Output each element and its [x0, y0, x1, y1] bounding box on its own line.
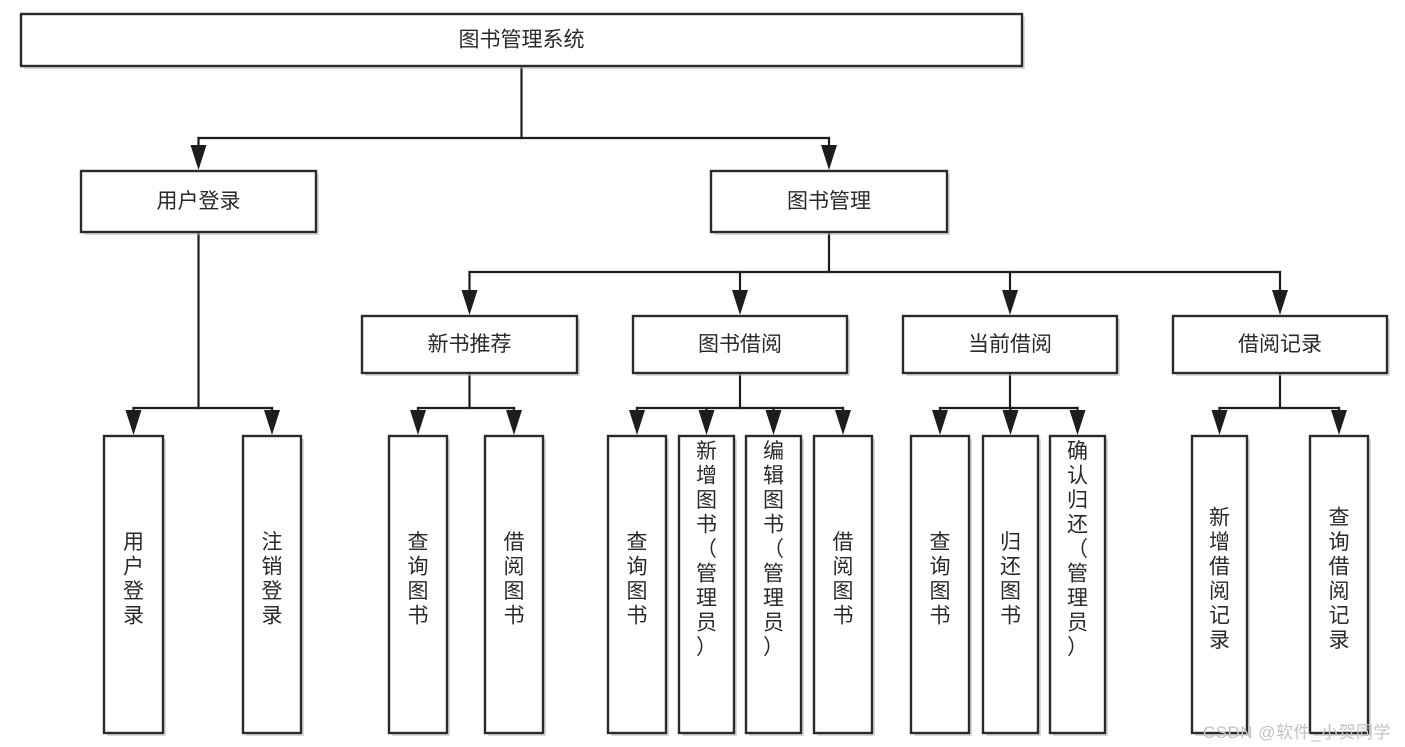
node-leaf-record-query[interactable]: 查询借阅记录: [1308, 434, 1371, 736]
node-rect[interactable]: [241, 434, 303, 735]
node-label: 借阅记录: [1238, 333, 1322, 356]
node-rect[interactable]: [79, 169, 318, 234]
watermark-label: CSDN @软件_小贺同学: [1202, 723, 1391, 742]
edge-arrowhead: [821, 145, 837, 170]
node-label: 查询借阅记录: [1329, 506, 1350, 652]
edge-arrowhead: [932, 410, 948, 435]
edge-arrowhead: [629, 410, 645, 435]
node-rect[interactable]: [1048, 434, 1107, 735]
node-leaf-newbook-borrow[interactable]: 借阅图书: [483, 434, 546, 736]
node-login[interactable]: 用户登录: [79, 169, 319, 235]
node-rect[interactable]: [709, 169, 949, 234]
node-label: 新书推荐: [428, 333, 512, 356]
node-rect[interactable]: [606, 434, 668, 735]
node-rect[interactable]: [631, 314, 849, 375]
node-rect[interactable]: [677, 434, 736, 735]
node-rect[interactable]: [909, 434, 971, 735]
edge-arrowhead: [732, 290, 748, 315]
edge-arrowhead: [765, 410, 782, 435]
node-leaf-current-query[interactable]: 查询图书: [909, 434, 972, 736]
edge-arrowhead: [1211, 410, 1228, 435]
edge-arrowhead: [1002, 290, 1018, 315]
edge-arrowhead: [264, 410, 280, 435]
node-label: 图书管理: [787, 190, 871, 213]
node-label: 编辑图书（管理员）: [763, 440, 784, 659]
edge-group-newbook: [410, 371, 522, 435]
node-label: 当前借阅: [968, 333, 1052, 356]
node-label: 借阅图书: [833, 531, 854, 628]
edges-layer: [125, 64, 1347, 435]
node-label: 查询图书: [408, 531, 429, 628]
node-label: 注销登录: [262, 531, 283, 628]
node-leaf-borrow-borrow[interactable]: 借阅图书: [812, 434, 875, 736]
node-rect[interactable]: [483, 434, 545, 735]
edge-arrowhead: [506, 410, 522, 435]
node-label: 用户登录: [157, 190, 241, 213]
edge-arrowhead: [698, 410, 715, 435]
node-rect[interactable]: [1308, 434, 1370, 735]
node-rect[interactable]: [102, 434, 165, 735]
node-label: 确认归还（管理员）: [1067, 440, 1088, 659]
node-label: 查询图书: [627, 531, 648, 628]
edge-group-root: [190, 64, 837, 170]
node-rect[interactable]: [360, 314, 579, 375]
edge-arrowhead: [125, 410, 142, 435]
node-leaf-borrow-edit[interactable]: 编辑图书（管理员）: [744, 434, 804, 736]
node-rect[interactable]: [19, 12, 1024, 68]
edge-arrowhead: [835, 410, 851, 435]
edge-arrowhead: [1002, 410, 1019, 435]
node-label: 图书借阅: [698, 333, 782, 356]
node-record[interactable]: 借阅记录: [1171, 314, 1390, 376]
node-leaf-user-login[interactable]: 用户登录: [102, 434, 166, 736]
node-newbook[interactable]: 新书推荐: [360, 314, 580, 376]
node-leaf-borrow-query[interactable]: 查询图书: [606, 434, 669, 736]
node-leaf-user-logout[interactable]: 注销登录: [241, 434, 304, 736]
node-label: 用户登录: [123, 531, 144, 628]
node-rect[interactable]: [387, 434, 449, 735]
edge-group-record: [1211, 371, 1347, 435]
node-leaf-current-return[interactable]: 归还图书: [981, 434, 1041, 736]
node-label: 新增借阅记录: [1209, 506, 1230, 652]
edge-group-bookmgmt: [461, 230, 1288, 315]
node-rect[interactable]: [1190, 434, 1249, 735]
node-current[interactable]: 当前借阅: [901, 314, 1120, 376]
node-label: 查询图书: [930, 531, 951, 628]
edge-arrowhead: [1272, 290, 1288, 315]
node-leaf-current-confirm[interactable]: 确认归还（管理员）: [1048, 434, 1108, 736]
node-rect[interactable]: [1171, 314, 1389, 375]
edge-group-login: [125, 230, 280, 435]
node-leaf-borrow-add[interactable]: 新增图书（管理员）: [677, 434, 737, 736]
node-rect[interactable]: [812, 434, 874, 735]
node-rect[interactable]: [901, 314, 1119, 375]
node-borrow[interactable]: 图书借阅: [631, 314, 850, 376]
nodes-layer: 图书管理系统用户登录图书管理新书推荐图书借阅当前借阅借阅记录用户登录注销登录查询…: [19, 12, 1390, 736]
edge-arrowhead: [461, 290, 478, 315]
node-rect[interactable]: [981, 434, 1040, 735]
edge-arrowhead: [1331, 410, 1347, 435]
node-leaf-record-add[interactable]: 新增借阅记录: [1190, 434, 1250, 736]
node-label: 归还图书: [1000, 531, 1021, 628]
edge-arrowhead: [1069, 410, 1086, 435]
node-label: 图书管理系统: [459, 29, 585, 52]
edge-arrowhead: [190, 145, 207, 170]
edge-group-borrow: [629, 371, 851, 435]
node-bookmgmt[interactable]: 图书管理: [709, 169, 950, 235]
node-label: 新增图书（管理员）: [696, 440, 717, 659]
node-rect[interactable]: [744, 434, 803, 735]
node-label: 借阅图书: [504, 531, 525, 628]
edge-group-current: [932, 371, 1086, 435]
edge-arrowhead: [410, 410, 426, 435]
node-leaf-newbook-query[interactable]: 查询图书: [387, 434, 450, 736]
node-root[interactable]: 图书管理系统: [19, 12, 1025, 69]
